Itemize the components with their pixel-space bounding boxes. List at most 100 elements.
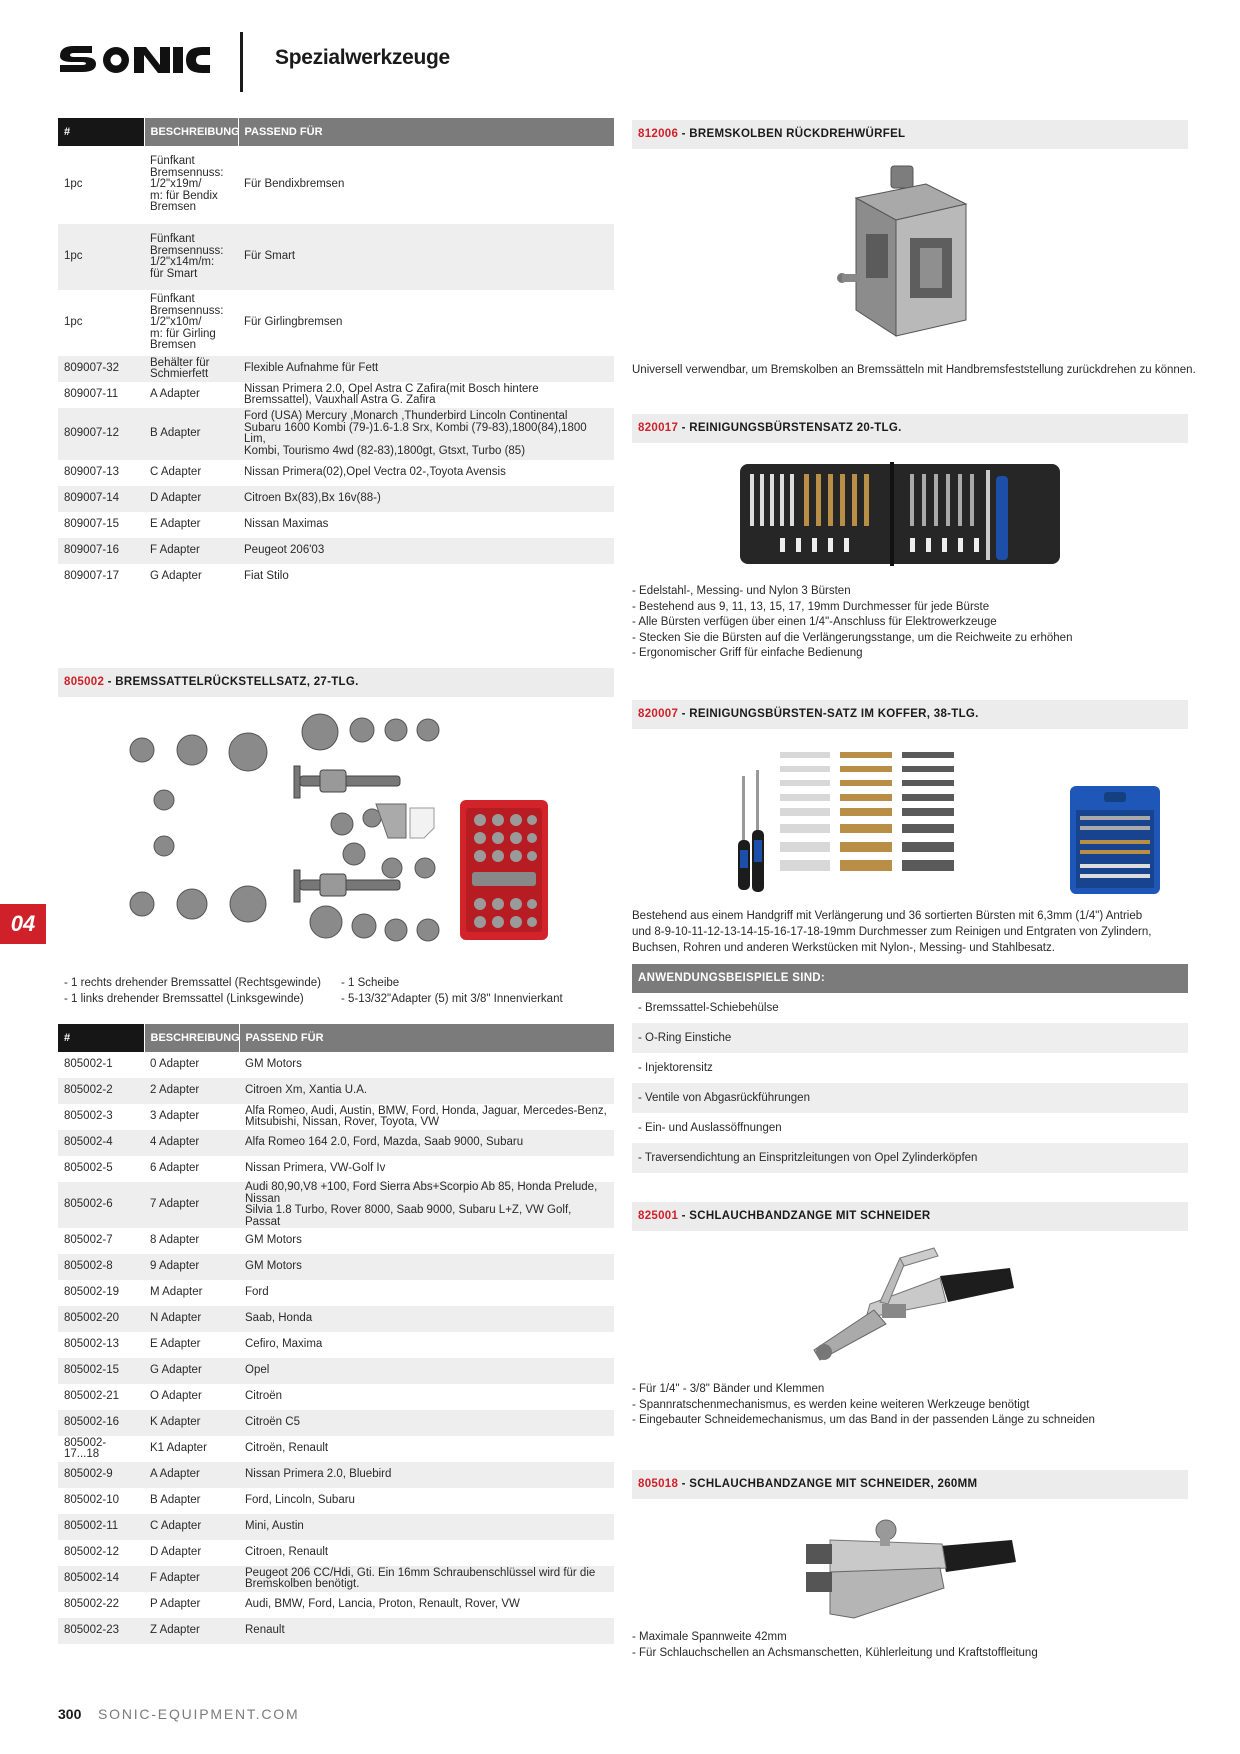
item-fits-line: Für Bendixbremsen: [244, 178, 345, 191]
product-code: 805002: [64, 676, 105, 688]
item-description: F Adapter: [144, 538, 238, 564]
item-fits-line: Nissan Primera 2.0, Bluebird: [245, 1468, 392, 1481]
brake-caliper-reset-kit-image: [129, 713, 548, 942]
item-description-line: A Adapter: [150, 388, 200, 401]
application-item: - Bremssattel-Schiebehülse: [638, 1002, 779, 1014]
item-description-line: F Adapter: [150, 1572, 200, 1585]
product-title: - BREMSKOLBEN RÜCKDREHWÜRFEL: [678, 128, 906, 140]
header-divider: [240, 32, 243, 92]
item-description: 4 Adapter: [144, 1130, 239, 1156]
item-description: D Adapter: [144, 486, 238, 512]
item-fits-line: Citroën: [245, 1390, 283, 1403]
item-fits: Für Bendixbremsen: [238, 146, 614, 224]
item-description: A Adapter: [144, 382, 238, 408]
item-number-line: 809007-14: [64, 492, 119, 505]
item-fits-line: Citroën, Renault: [245, 1442, 329, 1455]
item-number: 809007-13: [58, 460, 144, 486]
item-fits: Ford (USA) Mercury ,Monarch ,Thunderbird…: [238, 408, 614, 460]
item-number-line: 805002-20: [64, 1312, 119, 1325]
feature-item: - Bestehend aus 9, 11, 13, 15, 17, 19mm …: [632, 600, 990, 613]
item-fits: Ford, Lincoln, Subaru: [239, 1488, 614, 1514]
website-link[interactable]: SONIC-EQUIPMENT.COM: [98, 1706, 300, 1722]
item-description-line: Bremsennuss:: [150, 244, 224, 257]
item-description: B Adapter: [144, 1488, 239, 1514]
product-title: - SCHLAUCHBANDZANGE MIT SCHNEIDER, 260MM: [678, 1478, 978, 1490]
item-fits-line: Renault: [245, 1624, 285, 1637]
item-number: 805002-4: [58, 1130, 144, 1156]
item-fits-line: Bremskolben benötigt.: [245, 1578, 360, 1590]
application-item: - Injektorensitz: [638, 1062, 713, 1074]
applications-header: ANWENDUNGSBEISPIELE SIND:: [632, 964, 1188, 993]
item-number-line: 805002-7: [64, 1234, 113, 1247]
feature-item: - Für Schlauchschellen an Achsmanschette…: [632, 1646, 1038, 1659]
item-number: 809007-16: [58, 538, 144, 564]
item-number-line: 805002-14: [64, 1572, 119, 1585]
product-description-812006: Universell verwendbar, um Bremskolben an…: [632, 364, 1196, 376]
section-header-820017: 820017 - REINIGUNGSBÜRSTENSATZ 20-TLG.: [632, 414, 1188, 443]
item-fits-line: Citroën C5: [245, 1416, 300, 1429]
item-description-line: C Adapter: [150, 1520, 202, 1533]
item-number-line: 805002-9: [64, 1468, 113, 1481]
description-line: Bestehend aus einem Handgriff mit Verlän…: [632, 910, 1143, 922]
item-description-line: 1/2"x14m/m:: [150, 256, 215, 268]
item-description: 8 Adapter: [144, 1228, 239, 1254]
item-fits: Nissan Primera, VW-Golf Iv: [239, 1156, 614, 1182]
product-code: 820017: [638, 422, 679, 434]
item-fits-line: GM Motors: [245, 1234, 302, 1247]
item-description-line: 4 Adapter: [150, 1136, 200, 1149]
item-number-line: 805002-4: [64, 1136, 113, 1149]
table-row: 805002-10 B Adapter Ford, Lincoln, Subaru: [58, 1488, 614, 1514]
item-description-line: K1 Adapter: [150, 1442, 207, 1455]
item-fits-line: Alfa Romeo 164 2.0, Ford, Mazda, Saab 90…: [245, 1136, 524, 1149]
item-number-line: 805002-2: [64, 1084, 113, 1097]
item-number: 805002-20: [58, 1306, 144, 1332]
item-description-line: m: für Bendix: [150, 189, 218, 202]
chapter-tab[interactable]: 04: [0, 904, 46, 944]
item-description-line: A Adapter: [150, 1468, 200, 1481]
item-number: 805002-13: [58, 1332, 144, 1358]
item-description-line: Fünfkant: [150, 155, 195, 168]
item-number-line: 1pc: [64, 316, 83, 329]
item-description: P Adapter: [144, 1592, 239, 1618]
item-number: 805002-16: [58, 1410, 144, 1436]
column-header-fits: PASSEND FÜR: [238, 118, 615, 146]
item-description: 7 Adapter: [144, 1182, 239, 1228]
item-fits: GM Motors: [239, 1052, 614, 1078]
item-number-line: 809007-13: [64, 466, 119, 479]
item-fits-line: Mitsubishi, Nissan, Rover, Toyota, VW: [245, 1116, 440, 1128]
item-fits: Citroën, Renault: [239, 1436, 614, 1462]
item-number: 1pc: [58, 290, 144, 356]
item-number: 805002-10: [58, 1488, 144, 1514]
item-description-line: O Adapter: [150, 1390, 202, 1403]
item-fits: Fiat Stilo: [238, 564, 614, 590]
page-title: Spezialwerkzeuge: [275, 46, 450, 69]
item-description-line: 1/2"x10m/: [150, 316, 202, 329]
item-fits-line: Flexible Aufnahme für Fett: [244, 362, 379, 375]
item-description: 3 Adapter: [144, 1104, 239, 1130]
product-description-820007: Bestehend aus einem Handgriff mit Verlän…: [632, 908, 1151, 956]
item-description: O Adapter: [144, 1384, 239, 1410]
item-fits-line: Alfa Romeo, Audi, Austin, BMW, Ford, Hon…: [245, 1104, 607, 1117]
column-header-number: #: [58, 118, 145, 146]
item-fits-line: Nissan Primera, VW-Golf Iv: [245, 1162, 386, 1175]
feature-item: - 1 rechts drehender Bremssattel (Rechts…: [64, 977, 321, 989]
item-description-line: P Adapter: [150, 1598, 201, 1611]
item-description: E Adapter: [144, 512, 238, 538]
item-fits-line: GM Motors: [245, 1260, 302, 1273]
item-description-line: B Adapter: [150, 1494, 201, 1507]
item-number-line: 805002-17...18: [64, 1436, 107, 1460]
item-description: F Adapter: [144, 1566, 239, 1592]
item-fits-line: Fiat Stilo: [244, 570, 289, 583]
item-number: 805002-17...18: [58, 1436, 144, 1462]
item-number: 805002-1: [58, 1052, 144, 1078]
hose-clamp-pliers-image: [813, 1247, 1014, 1361]
item-description-line: Schmierfett: [150, 368, 209, 380]
item-number: 809007-15: [58, 512, 144, 538]
application-item: - Traversendichtung an Einspritzleitunge…: [632, 1143, 1188, 1173]
